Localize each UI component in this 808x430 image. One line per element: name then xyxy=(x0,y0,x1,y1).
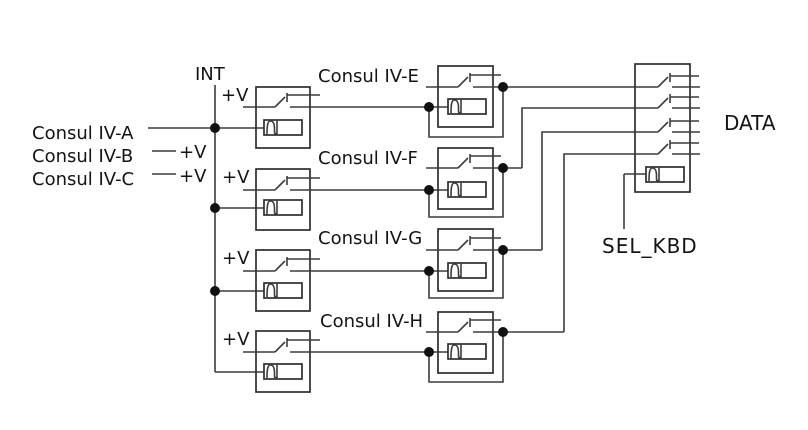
keyboard-relay-f xyxy=(424,107,635,218)
junction-dot xyxy=(424,185,434,195)
junction-dot xyxy=(498,327,508,337)
switch-contact-icon xyxy=(657,93,671,109)
relay-box xyxy=(255,86,311,149)
relay-box xyxy=(255,168,311,231)
routing-wire xyxy=(521,107,635,168)
driver-relay-2: +V xyxy=(222,167,448,231)
driver-relay-1: +V xyxy=(221,85,448,149)
switch-contact-icon xyxy=(274,337,288,353)
keyboard-relay-h xyxy=(424,153,635,383)
relay-box xyxy=(255,330,311,393)
data-bus-label: DATA xyxy=(724,111,776,135)
relay-coil-icon xyxy=(263,363,303,380)
plus-v-label: +V xyxy=(222,167,250,188)
label-consul-iv-f: Consul IV-F xyxy=(318,148,418,169)
junction-dot xyxy=(210,123,220,133)
switch-contact-icon xyxy=(657,72,671,88)
junction-dot xyxy=(210,203,220,213)
driver-relay-3: +V xyxy=(222,248,448,312)
switch-contact-icon xyxy=(457,72,471,88)
label-consul-iv-c: Consul IV-C xyxy=(32,169,134,190)
data-output-relay xyxy=(623,63,700,229)
switch-contact-icon xyxy=(457,153,471,169)
relay-coil-icon xyxy=(263,119,303,136)
label-consul-iv-g: Consul IV-G xyxy=(318,228,422,249)
switch-contact-icon xyxy=(274,92,288,108)
label-consul-iv-e: Consul IV-E xyxy=(318,66,419,87)
junction-dot xyxy=(498,163,508,173)
relay-box xyxy=(437,311,494,374)
relay-box xyxy=(634,63,691,193)
routing-wire xyxy=(563,153,635,332)
input-labels: Consul IV-A Consul IV-B Consul IV-C +V +… xyxy=(32,64,226,190)
feedback-loop-wire xyxy=(428,87,504,138)
driver-relay-4: +V xyxy=(222,329,448,393)
relay-box xyxy=(437,65,494,128)
feedback-loop-wire xyxy=(428,250,504,299)
relay-coil-icon xyxy=(447,98,487,115)
routing-wire xyxy=(541,131,635,250)
junction-dot xyxy=(424,266,434,276)
switch-contact-icon xyxy=(457,317,471,333)
plus-v-label: +V xyxy=(221,85,249,106)
relay-coil-icon xyxy=(263,199,303,216)
switch-contact-icon xyxy=(657,139,671,155)
junction-dot xyxy=(498,82,508,92)
switch-contact-icon xyxy=(657,117,671,133)
int-label: INT xyxy=(195,64,226,85)
label-consul-iv-b: Consul IV-B xyxy=(32,146,133,167)
keyboard-relay-e xyxy=(424,65,635,138)
junction-dot xyxy=(210,286,220,296)
sel-kbd-label: SEL_KBD xyxy=(602,234,698,258)
keyboard-relay-g xyxy=(424,131,635,299)
junction-dot xyxy=(424,102,434,112)
plus-v-label-b: +V xyxy=(179,142,207,163)
junction-dot xyxy=(498,245,508,255)
plus-v-label: +V xyxy=(222,329,250,350)
plus-v-label: +V xyxy=(222,248,250,269)
label-consul-iv-a: Consul IV-A xyxy=(32,123,134,144)
int-bus-wire xyxy=(148,85,264,373)
switch-contact-icon xyxy=(274,175,288,191)
relay-coil-icon xyxy=(645,166,685,183)
relay-coil-icon xyxy=(263,282,303,299)
relay-box xyxy=(437,147,494,210)
feedback-loop-wire xyxy=(428,168,504,218)
feedback-loop-wire xyxy=(428,332,504,383)
relay-coil-icon xyxy=(447,343,487,360)
relay-coil-icon xyxy=(447,262,487,279)
keyboard-relay-labels: Consul IV-E Consul IV-F Consul IV-G Cons… xyxy=(318,66,423,332)
relay-coil-icon xyxy=(447,181,487,198)
relay-box xyxy=(255,249,311,312)
switch-contact-icon xyxy=(274,256,288,272)
junction-dot xyxy=(424,347,434,357)
label-consul-iv-h: Consul IV-H xyxy=(320,311,423,332)
plus-v-label-c: +V xyxy=(179,166,207,187)
relay-box xyxy=(437,228,494,292)
switch-contact-icon xyxy=(457,235,471,251)
